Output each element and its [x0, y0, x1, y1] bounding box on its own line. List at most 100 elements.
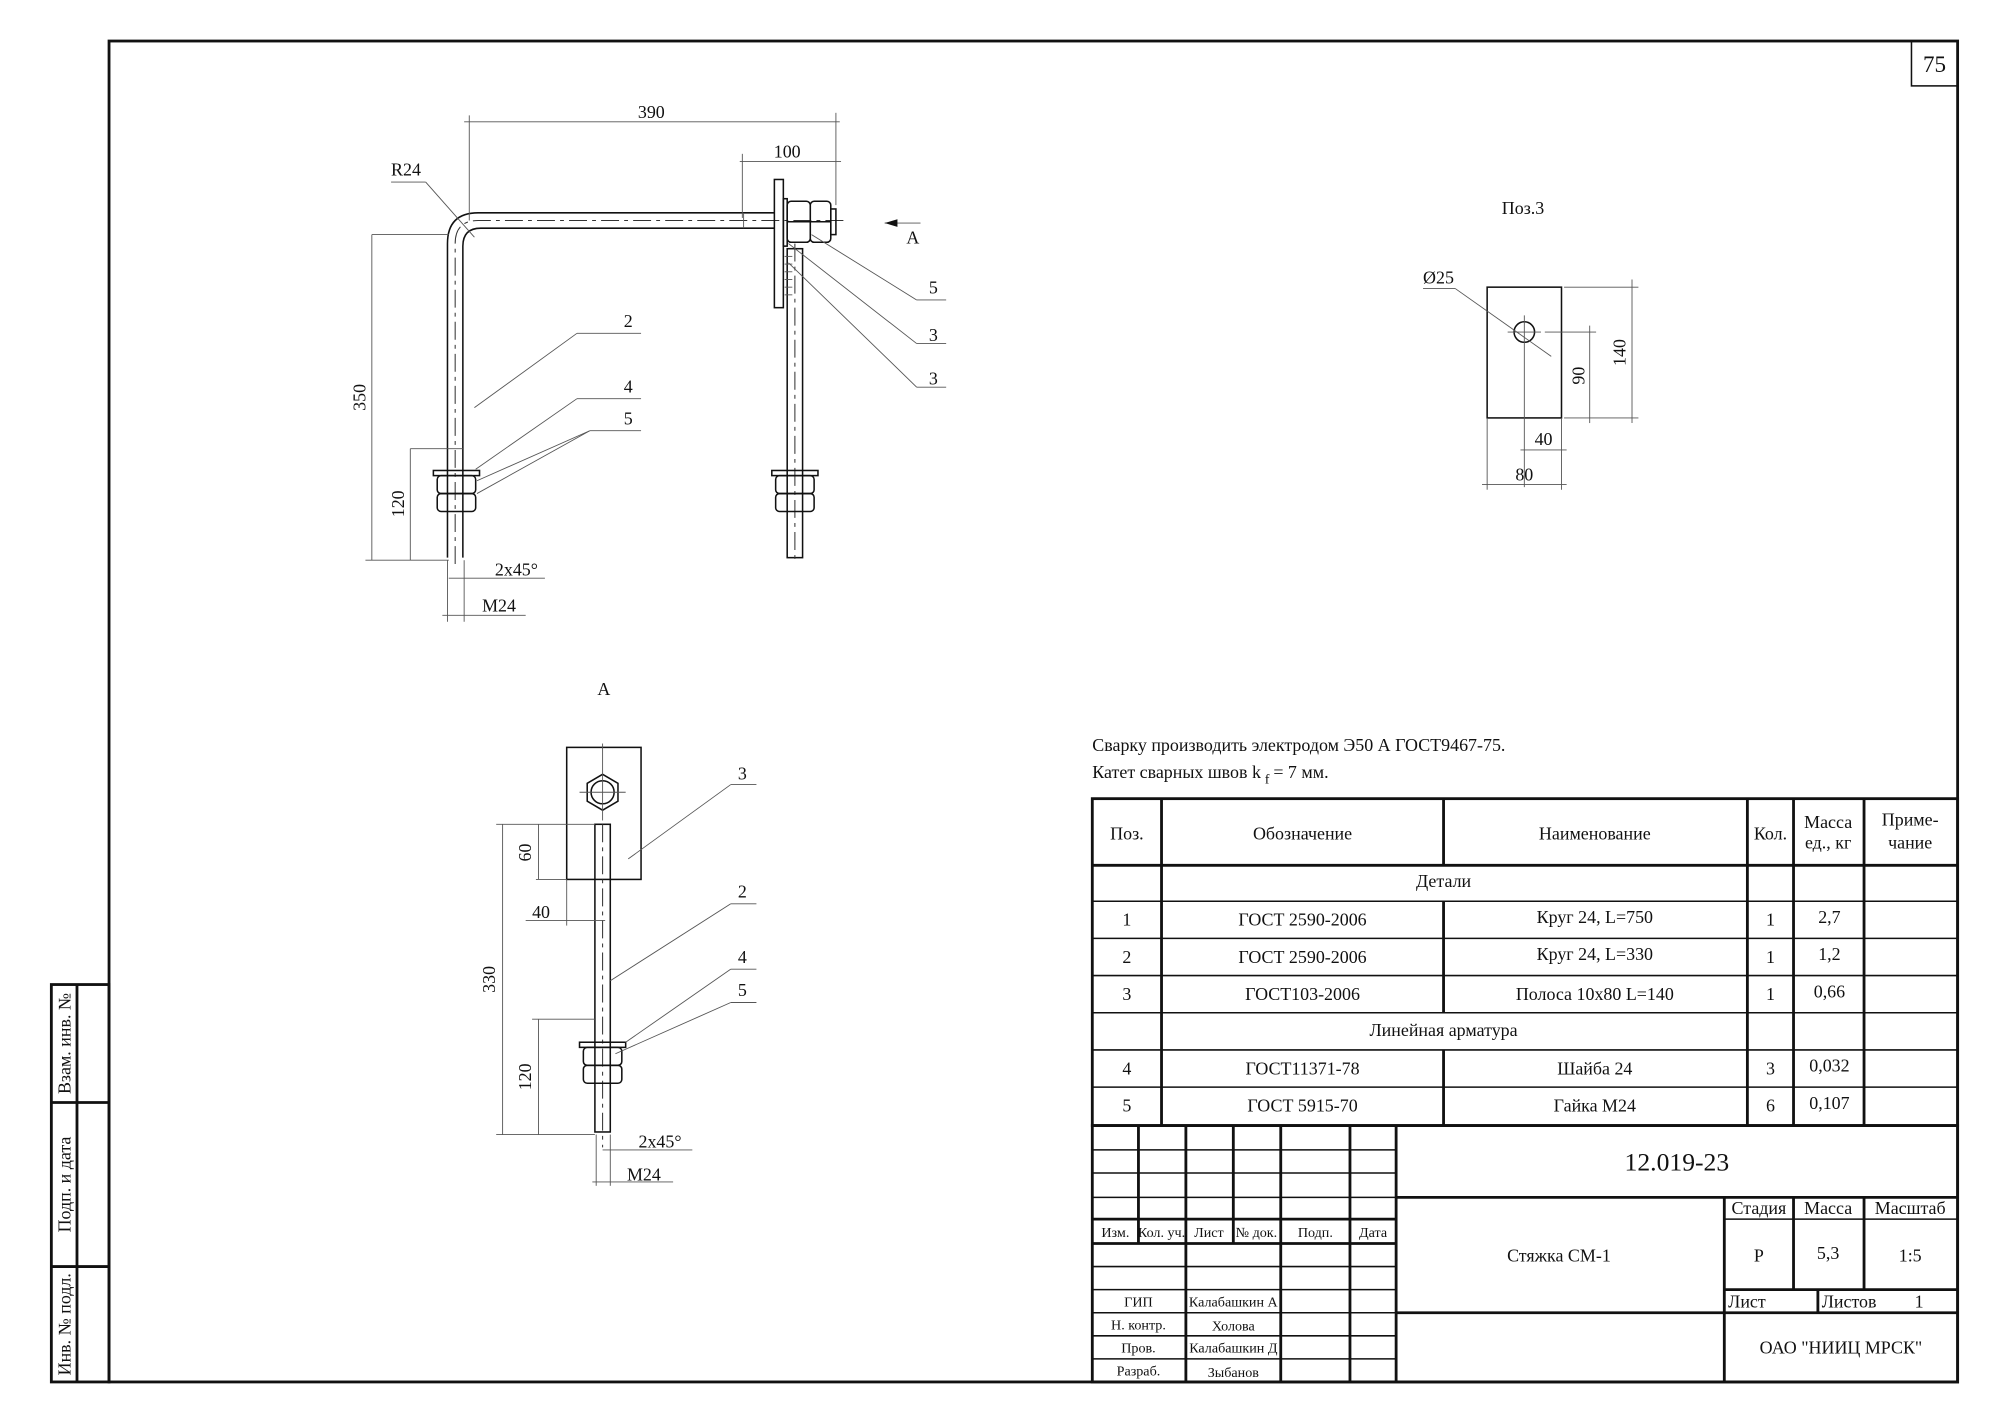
view-a: A 60 40 330 120 2x45° M24 3 2 4 5 [479, 679, 757, 1186]
svg-text:ГОСТ11371-78: ГОСТ11371-78 [1245, 1058, 1359, 1078]
svg-text:ГОСТ103-2006: ГОСТ103-2006 [1245, 984, 1360, 1004]
dim-chamfer: 2x45° [495, 560, 538, 580]
svg-text:0,66: 0,66 [1814, 981, 1845, 1001]
svg-text:2: 2 [1122, 947, 1131, 967]
scale-label: Масштаб [1875, 1198, 1946, 1218]
stamp-replaced: Взам. инв. № [55, 993, 75, 1094]
doc-code: 12.019-23 [1625, 1147, 1730, 1176]
spec-table: Поз. Обозначение Наименование Кол. Масса… [1090, 797, 1960, 1127]
callout-5: 5 [929, 278, 938, 298]
svg-text:Полоса 10x80 L=140: Полоса 10x80 L=140 [1516, 984, 1674, 1004]
dim-120: 120 [388, 490, 408, 517]
svg-text:Дата: Дата [1359, 1225, 1388, 1241]
signers: ГИП Калабашкин А Н. контр. Холова Пров. … [1111, 1294, 1279, 1381]
sheets-label: Листов [1822, 1292, 1877, 1312]
svg-text:5: 5 [1122, 1095, 1131, 1115]
dim-90: 90 [1569, 367, 1589, 385]
svg-text:Кол. уч.: Кол. уч. [1138, 1225, 1185, 1241]
svg-text:Круг 24, L=750: Круг 24, L=750 [1537, 907, 1653, 927]
callout-2: 2 [738, 881, 747, 901]
svg-text:0,032: 0,032 [1809, 1056, 1849, 1076]
title-block: 12.019-23 Стяжка СМ-1 Стадия Масса Масшт… [1090, 1124, 1960, 1384]
sheets-value: 1 [1915, 1292, 1924, 1312]
svg-text:ГИП: ГИП [1124, 1294, 1153, 1310]
stage-label: Стадия [1732, 1198, 1787, 1218]
dim-thread: M24 [627, 1165, 661, 1185]
svg-text:1: 1 [1766, 910, 1775, 930]
svg-text:Разраб.: Разраб. [1117, 1364, 1161, 1380]
svg-text:3: 3 [1766, 1058, 1775, 1078]
col-note: Приме-чание [1882, 810, 1939, 853]
svg-text:Шайба 24: Шайба 24 [1557, 1058, 1632, 1078]
svg-text:Калабашкин Д: Калабашкин Д [1189, 1340, 1278, 1356]
dim-thread: M24 [482, 595, 516, 615]
dim-390: 390 [638, 102, 665, 122]
stamp-inv-orig: Инв. № подл. [55, 1273, 75, 1375]
svg-text:3: 3 [1122, 984, 1131, 1004]
dim-80: 80 [1515, 465, 1533, 485]
callout-4: 4 [624, 376, 633, 396]
col-qty: Кол. [1754, 824, 1787, 844]
svg-text:Н. контр.: Н. контр. [1111, 1317, 1166, 1333]
svg-text:2,7: 2,7 [1818, 907, 1840, 927]
svg-text:ГОСТ 2590-2006: ГОСТ 2590-2006 [1238, 910, 1366, 930]
dim-350: 350 [349, 384, 369, 411]
dim-40: 40 [532, 902, 550, 922]
svg-text:Лист: Лист [1194, 1225, 1224, 1241]
svg-text:1,2: 1,2 [1818, 944, 1840, 964]
svg-text:ГОСТ 5915-70: ГОСТ 5915-70 [1247, 1095, 1357, 1115]
sheet-frame [107, 39, 1960, 1384]
sheet-label: Лист [1728, 1292, 1766, 1312]
organization: ОАО "НИИЦ МРСК" [1760, 1338, 1923, 1358]
svg-text:4: 4 [1122, 1058, 1131, 1078]
sheet-number: 75 [1923, 51, 1946, 77]
svg-text:1: 1 [1766, 947, 1775, 967]
col-designation: Обозначение [1253, 824, 1352, 844]
svg-text:Калабашкин А: Калабашкин А [1189, 1294, 1279, 1310]
mass-value: 5,3 [1817, 1243, 1839, 1263]
svg-text:6: 6 [1766, 1095, 1775, 1115]
svg-text:Подп.: Подп. [1298, 1225, 1333, 1241]
col-name: Наименование [1539, 824, 1651, 844]
stamp-sign-date: Подп. и дата [55, 1137, 75, 1233]
view-a-title: A [597, 679, 610, 699]
dim-330: 330 [479, 966, 499, 993]
note-welding: Сварку производить электродом Э50 А ГОСТ… [1092, 735, 1505, 755]
svg-text:Зыбанов: Зыбанов [1208, 1365, 1260, 1381]
dim-100: 100 [774, 142, 801, 162]
svg-text:Изм.: Изм. [1101, 1225, 1129, 1241]
callout-3: 3 [929, 369, 938, 389]
svg-text:0,107: 0,107 [1809, 1093, 1849, 1113]
dim-chamfer: 2x45° [638, 1131, 681, 1151]
svg-text:Гайка М24: Гайка М24 [1554, 1095, 1636, 1115]
side-stamp: Взам. инв. № Подп. и дата Инв. № подл. [49, 983, 111, 1384]
stage-value: Р [1754, 1245, 1764, 1265]
section-parts: Детали [1416, 871, 1472, 891]
scale-value: 1:5 [1899, 1245, 1922, 1265]
svg-text:1: 1 [1766, 984, 1775, 1004]
callout-2: 2 [624, 311, 633, 331]
dim-60: 60 [515, 844, 535, 862]
svg-text:ГОСТ 2590-2006: ГОСТ 2590-2006 [1238, 947, 1366, 967]
col-pos: Поз. [1110, 824, 1144, 844]
section-fittings: Линейная арматура [1370, 1020, 1518, 1040]
callout-4: 4 [738, 947, 747, 967]
svg-text:1: 1 [1122, 910, 1131, 930]
revision-headers: Изм. Кол. уч. Лист № док. Подп. Дата [1101, 1225, 1387, 1241]
doc-name: Стяжка СМ-1 [1507, 1245, 1611, 1265]
table-row: 5 ГОСТ 5915-70 Гайка М24 6 0,107 [1122, 1093, 1849, 1116]
callout-3: 3 [929, 325, 938, 345]
dim-r24: R24 [391, 160, 421, 180]
table-row: 1 ГОСТ 2590-2006 Круг 24, L=750 1 2,7 [1122, 907, 1840, 930]
svg-text:№ док.: № док. [1236, 1225, 1278, 1241]
mass-label: Масса [1804, 1198, 1852, 1218]
pos3-view: Поз.3 Ø25 140 90 40 80 [1423, 198, 1639, 490]
callout-5: 5 [624, 408, 633, 428]
svg-text:Пров.: Пров. [1121, 1340, 1155, 1356]
svg-text:Холова: Холова [1212, 1319, 1256, 1335]
table-row: 4 ГОСТ11371-78 Шайба 24 3 0,032 [1122, 1056, 1849, 1079]
dim-120: 120 [515, 1063, 535, 1090]
main-view: 390 100 R24 350 120 2x45° M24 2 4 5 5 3 … [349, 102, 947, 622]
